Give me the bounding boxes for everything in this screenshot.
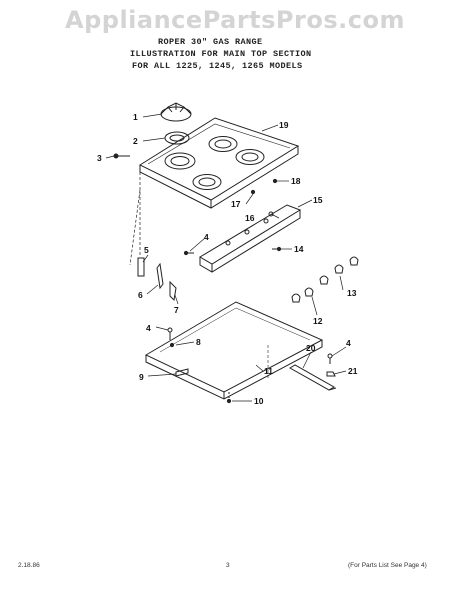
callout-11: 11 xyxy=(264,366,273,376)
callout-16: 16 xyxy=(245,213,255,223)
callout-8: 8 xyxy=(196,337,201,347)
main-top-panel xyxy=(138,117,300,209)
burner-head xyxy=(160,102,192,122)
header-line-3: FOR ALL 1225, 1245, 1265 MODELS xyxy=(132,61,303,71)
tray-fasteners xyxy=(167,327,232,404)
callout-7: 7 xyxy=(174,305,179,315)
footer-page-number: 3 xyxy=(226,562,230,569)
side-bracket xyxy=(137,257,177,302)
screw xyxy=(113,153,130,159)
footer-parts-note: (For Parts List See Page 4) xyxy=(348,562,427,569)
support-strip xyxy=(289,353,337,391)
footer-date: 2.18.86 xyxy=(18,562,40,569)
callout-1: 1 xyxy=(133,112,138,122)
burner-box-tray xyxy=(144,301,324,400)
diagram-header: ROPER 30" GAS RANGE ILLUSTRATION FOR MAI… xyxy=(130,36,370,72)
callout-labels: 1 2 3 19 18 17 16 15 14 4 5 6 7 13 12 4 … xyxy=(97,112,358,406)
callout-13: 13 xyxy=(347,288,357,298)
callout-4-middle: 4 xyxy=(146,323,151,333)
watermark: AppliancePartsPros.com xyxy=(65,6,405,34)
callout-14: 14 xyxy=(294,244,304,254)
callout-2: 2 xyxy=(133,136,138,146)
callout-20: 20 xyxy=(306,343,316,353)
callout-17: 17 xyxy=(231,199,241,209)
callout-6: 6 xyxy=(138,290,143,300)
header-line-2: ILLUSTRATION FOR MAIN TOP SECTION xyxy=(130,49,312,59)
callout-4-upper: 4 xyxy=(204,232,209,242)
header-line-1: ROPER 30" GAS RANGE xyxy=(158,37,263,47)
small-screws xyxy=(183,178,282,256)
callout-21: 21 xyxy=(348,366,358,376)
callout-5: 5 xyxy=(144,245,149,255)
burner-grates xyxy=(164,136,265,190)
callout-9: 9 xyxy=(139,372,144,382)
callout-19: 19 xyxy=(279,120,289,130)
callout-4-lower: 4 xyxy=(346,338,351,348)
callout-15: 15 xyxy=(313,195,323,205)
leader-lines xyxy=(105,113,347,402)
control-knobs xyxy=(291,256,359,303)
manifold-rail xyxy=(199,204,302,273)
callout-10: 10 xyxy=(254,396,264,406)
callout-12: 12 xyxy=(313,316,323,326)
callout-3: 3 xyxy=(97,153,102,163)
callout-18: 18 xyxy=(291,176,301,186)
